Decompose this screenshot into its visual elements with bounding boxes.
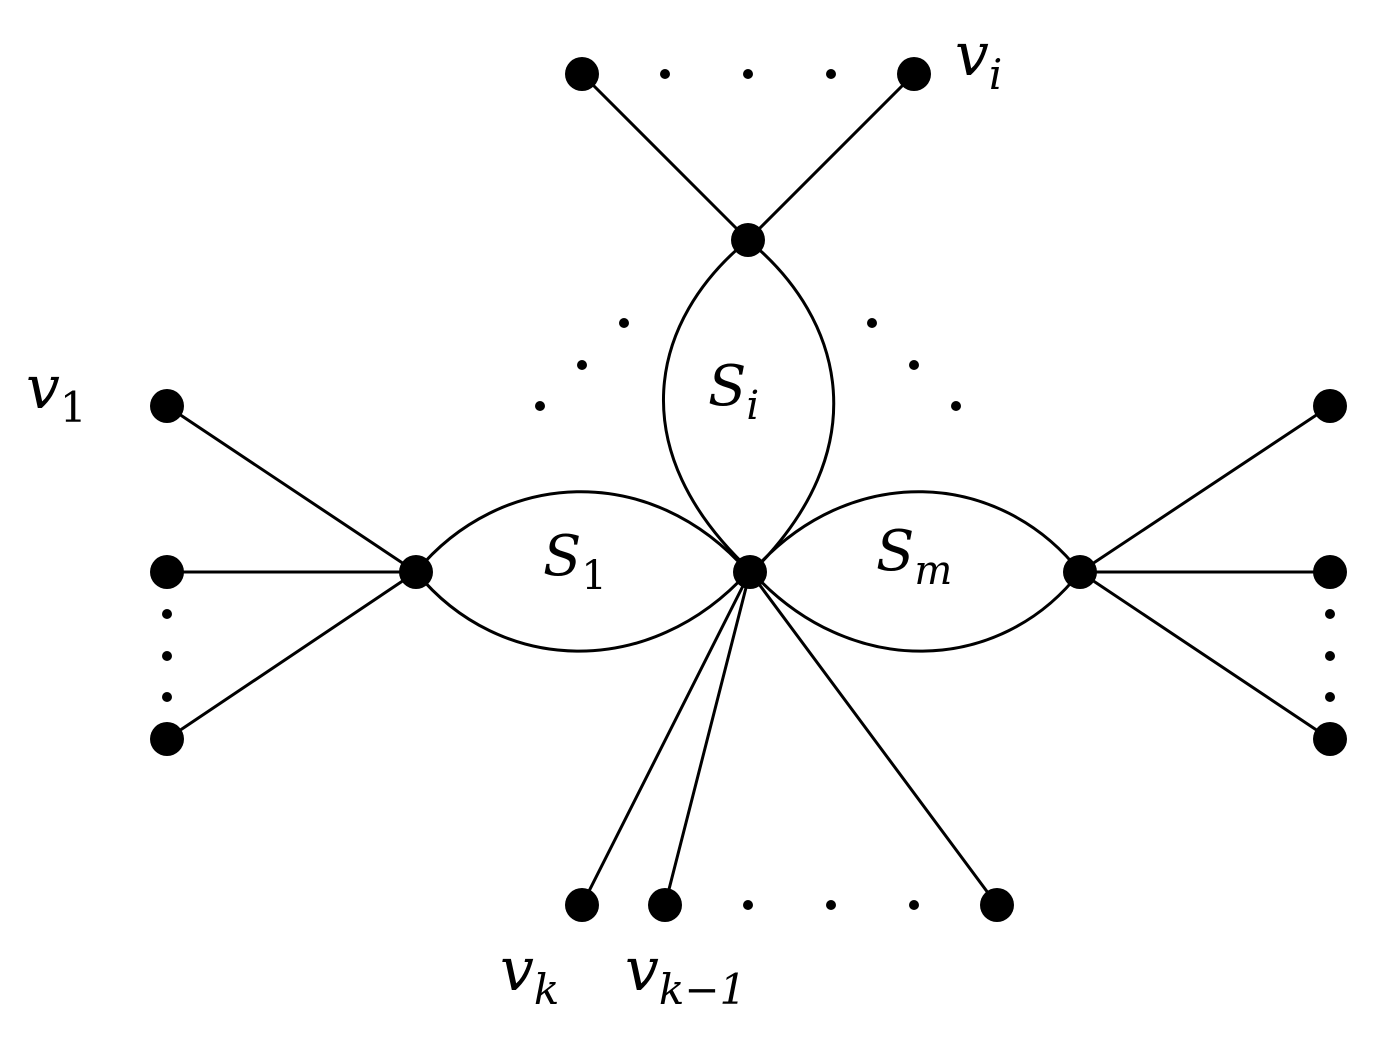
dot-upper-right-3 [951, 401, 961, 411]
petal-s-m [750, 490, 1082, 653]
vertex-right-bottom [1313, 722, 1347, 756]
petal-s-1-upper-curve [414, 490, 750, 574]
edge-top-left [580, 72, 750, 242]
petal-s-i [661, 238, 836, 574]
edge-center-bottom-right [748, 570, 999, 907]
label-s-m: Sm [876, 519, 952, 594]
dot-bottom-2 [826, 900, 836, 910]
edge-left-top [165, 404, 418, 574]
edge-center-vk-minus-1 [663, 570, 752, 907]
dot-upper-left-2 [577, 360, 587, 370]
vertex-bottom-right [980, 888, 1014, 922]
dot-left-1 [162, 609, 172, 619]
vertex-v-k [565, 888, 599, 922]
dot-bottom-1 [743, 900, 753, 910]
ellipsis-dots [162, 69, 1335, 910]
petal-s-i-left-curve [661, 238, 754, 574]
dot-upper-left-1 [619, 318, 629, 328]
label-s-1: S1 [543, 524, 607, 599]
vertex-v-i [897, 57, 931, 91]
vertex-v-k-minus-1 [648, 888, 682, 922]
vertex-left-mid [150, 555, 184, 589]
edges [165, 72, 1332, 907]
dot-right-3 [1325, 692, 1335, 702]
petal-s-1-lower-curve [414, 570, 750, 653]
dot-left-2 [162, 651, 172, 661]
edge-center-vk [580, 570, 752, 907]
vertex-top-left [565, 57, 599, 91]
vertex-right-hub [1063, 555, 1097, 589]
label-s-i: Si [708, 354, 759, 429]
dot-top-2 [743, 69, 753, 79]
petal-s-1 [414, 490, 750, 653]
dot-top-1 [660, 69, 670, 79]
dot-right-1 [1325, 609, 1335, 619]
dot-left-3 [162, 692, 172, 702]
edge-right-bottom [1078, 570, 1332, 741]
vertex-left-hub [399, 555, 433, 589]
vertex-v-1 [150, 389, 184, 423]
label-v-k: vk [500, 935, 559, 1014]
vertex-right-top [1313, 389, 1347, 423]
dot-upper-right-2 [909, 360, 919, 370]
label-v-k-minus-1: vk−1 [625, 935, 746, 1014]
dot-bottom-3 [909, 900, 919, 910]
edge-right-top [1078, 404, 1332, 574]
petal-s-i-right-curve [746, 238, 836, 574]
label-v-i: vi [955, 20, 1002, 99]
labels: vi v1 Si S1 Sm vk vk−1 [26, 20, 1002, 1014]
vertex-right-mid [1313, 555, 1347, 589]
vertex-left-bottom [150, 722, 184, 756]
petal-s-m-lower-curve [750, 570, 1082, 653]
edge-left-bottom [165, 570, 418, 741]
dot-right-2 [1325, 651, 1335, 661]
edge-top-right [746, 72, 916, 242]
dot-upper-left-3 [535, 401, 545, 411]
vertex-center [733, 555, 767, 589]
petal-s-m-upper-curve [750, 490, 1082, 574]
vertices [150, 57, 1347, 922]
label-v-1: v1 [26, 353, 87, 432]
vertex-top-hub [731, 223, 765, 257]
dot-upper-right-1 [867, 318, 877, 328]
dot-top-3 [826, 69, 836, 79]
